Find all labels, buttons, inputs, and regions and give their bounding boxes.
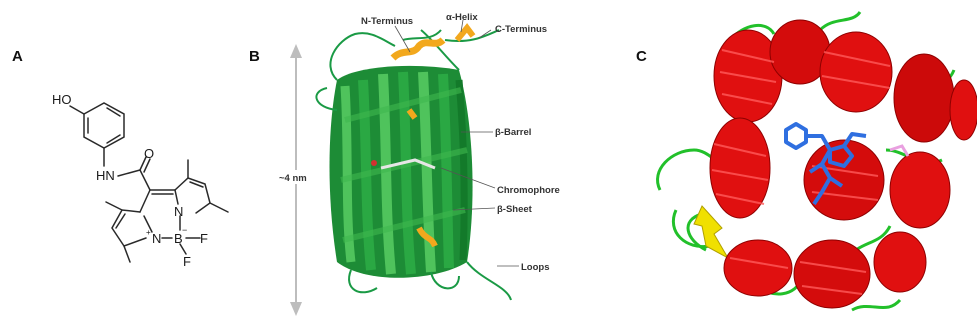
atom-plus: +: [146, 228, 151, 237]
phenol-ring: [84, 103, 124, 148]
panel-a: A: [0, 0, 245, 329]
chemical-structure: HO HN O N N + B − F F: [0, 0, 245, 329]
beta-barrel-illustration: ~4 nm: [245, 0, 590, 329]
atom-o: O: [144, 146, 154, 161]
label-beta-sheet: β-Sheet: [497, 204, 533, 215]
scale-label: ~4 nm: [279, 173, 307, 184]
label-c-terminus: C-Terminus: [495, 24, 547, 35]
atom-f2: F: [183, 254, 191, 269]
label-n-terminus: N-Terminus: [361, 16, 413, 27]
beta-sheet-arrow: [694, 206, 728, 258]
label-loops: Loops: [521, 262, 550, 273]
atom-minus: −: [182, 225, 187, 235]
label-beta-barrel: β-Barrel: [495, 127, 531, 138]
panel-c: C: [590, 0, 977, 329]
atom-n-right: N: [174, 204, 183, 219]
label-chromophore: Chromophore: [497, 185, 560, 196]
label-alpha-helix: α-Helix: [446, 12, 478, 23]
atom-n-left: N: [152, 231, 161, 246]
protein-ribbon-illustration: [590, 0, 977, 329]
atom-f1: F: [200, 231, 208, 246]
panel-b: B ~4 nm: [245, 0, 590, 329]
atom-ho: HO: [52, 92, 72, 107]
atom-hn: HN: [96, 168, 115, 183]
